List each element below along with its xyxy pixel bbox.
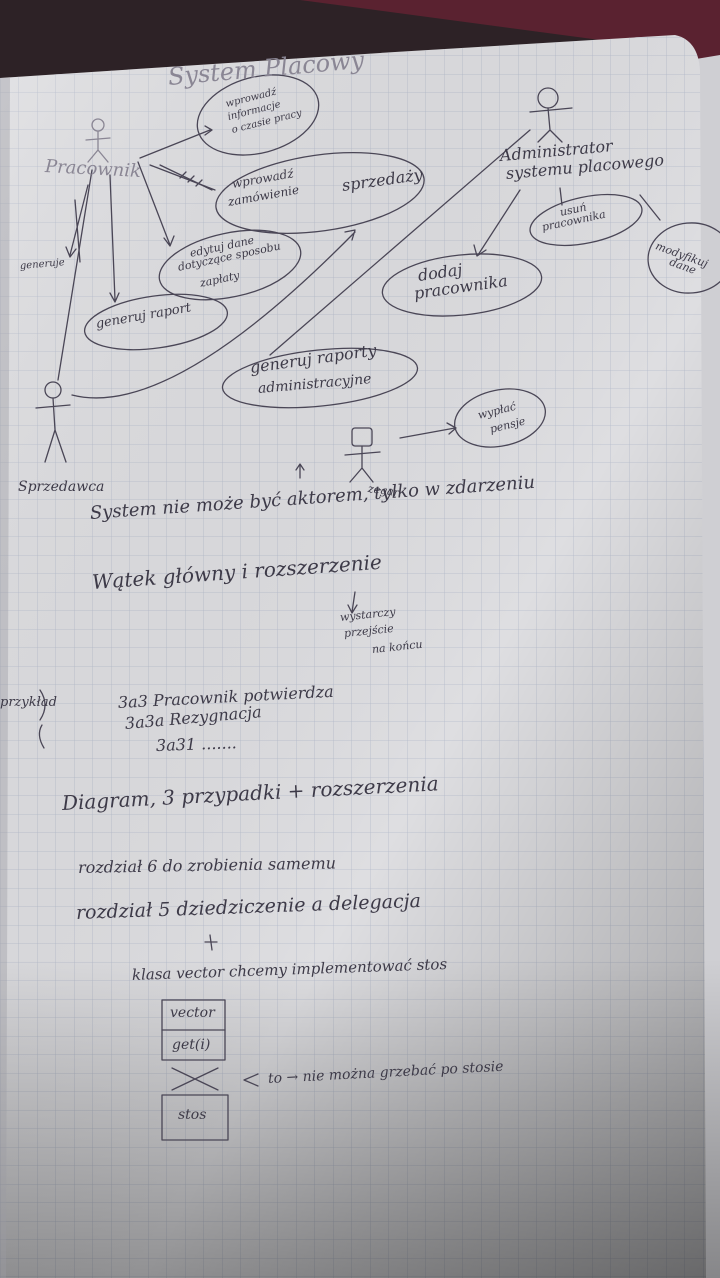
usecase-ellipse [215, 151, 425, 235]
class-box-get-label: get(i) [172, 1037, 211, 1053]
usecase-ellipse [381, 253, 543, 317]
usecase-ellipse [647, 222, 720, 294]
actor-label-sprzedawca: Sprzedawca [18, 479, 105, 495]
actor-pracownik [85, 118, 111, 163]
note-side-label: przykład [0, 695, 57, 710]
usecase-ellipse [83, 293, 229, 351]
actor-zegar [344, 427, 381, 483]
usecase-ellipse [221, 347, 419, 409]
note-example-3: 3a31 ....... [155, 733, 238, 755]
actor-sprzedawca [35, 381, 71, 463]
stos-class-box [161, 1094, 229, 1141]
actor-label-pracownik: Pracownik [44, 156, 142, 183]
actor-administrator [529, 87, 573, 143]
usecase-ellipse [529, 193, 643, 247]
vector-class-box [161, 999, 226, 1061]
usecase-ellipse [158, 229, 302, 301]
note-line-5: rozdział 6 do zrobienia samemu [77, 853, 337, 877]
class-box-vector-label: vector [170, 1005, 215, 1021]
class-box-stos-label: stos [178, 1107, 207, 1123]
usecase-ellipse [196, 74, 320, 156]
